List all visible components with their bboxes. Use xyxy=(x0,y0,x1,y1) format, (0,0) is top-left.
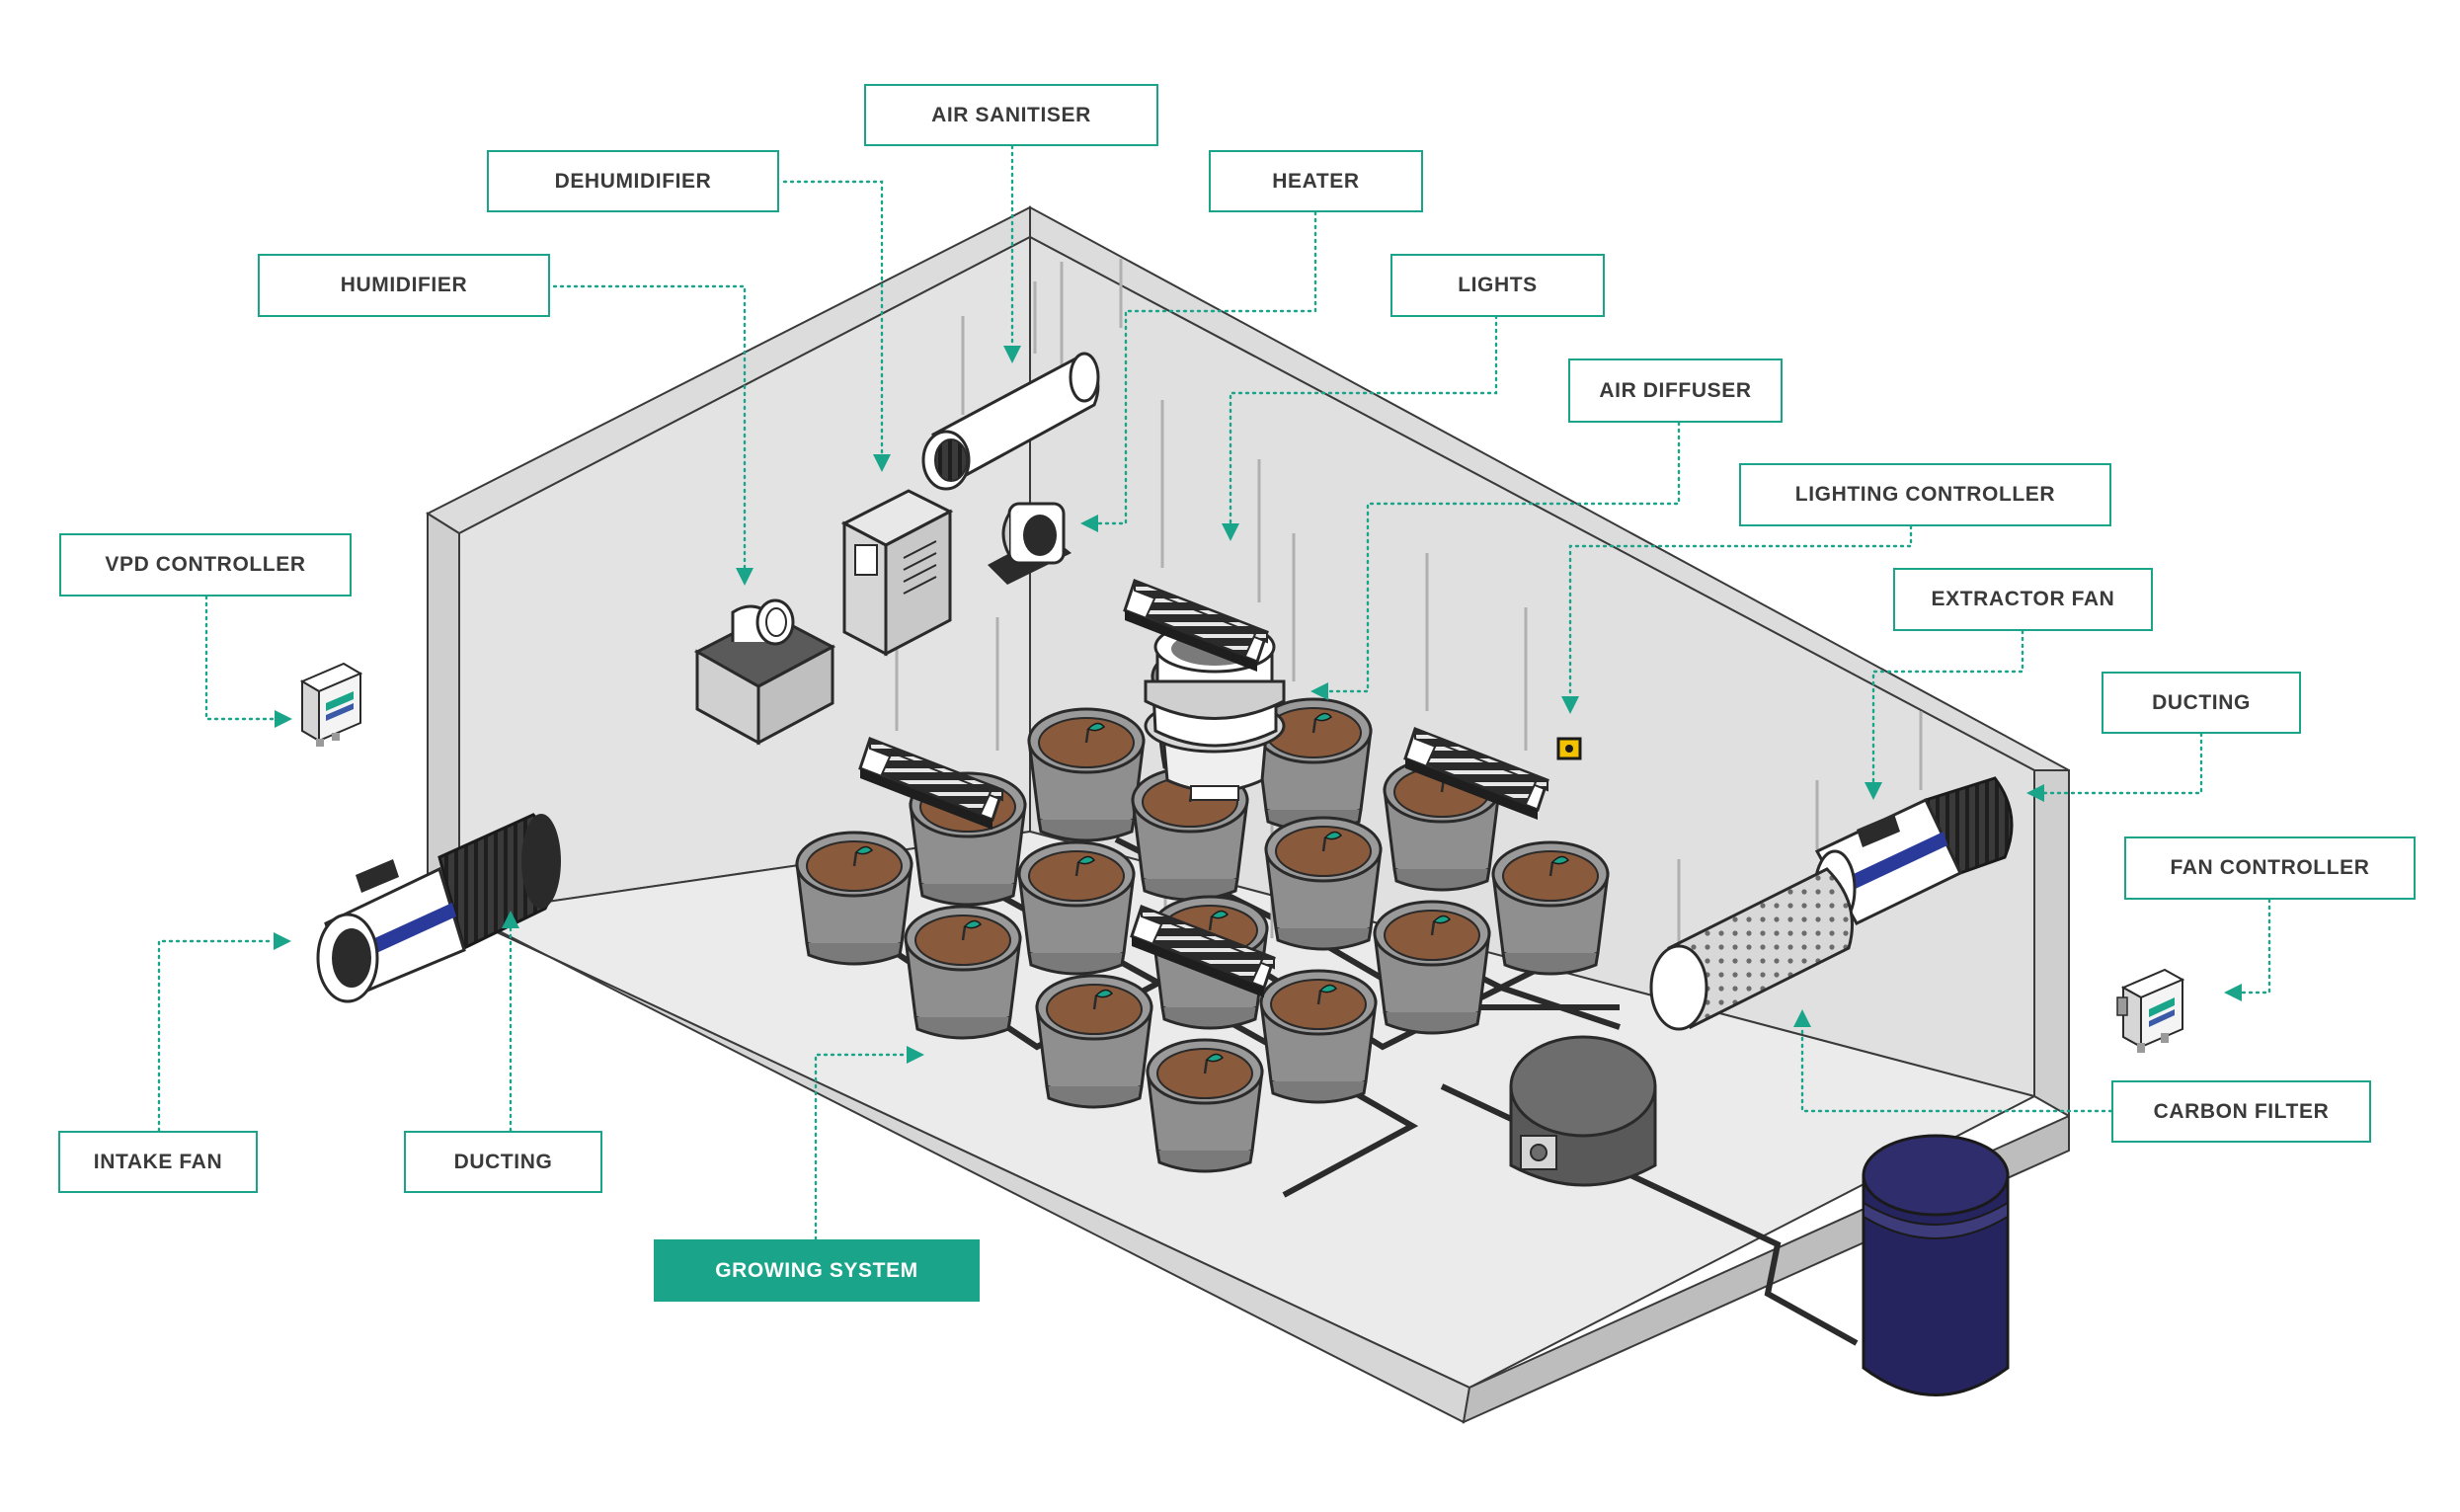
vpd-controller xyxy=(299,662,363,747)
label-vpd-controller: VPD CONTROLLER xyxy=(59,533,352,597)
label-growing-system: GROWING SYSTEM xyxy=(654,1239,980,1302)
label-dehumidifier: DEHUMIDIFIER xyxy=(487,150,779,212)
heater xyxy=(988,502,1071,585)
label-lighting-controller: LIGHTING CONTROLLER xyxy=(1739,463,2111,526)
dehumidifier xyxy=(840,489,954,657)
pump-tank xyxy=(1509,1035,1657,1187)
humidifier xyxy=(693,598,836,746)
label-humidifier: HUMIDIFIER xyxy=(258,254,550,317)
carbon-filter xyxy=(1649,867,1854,1031)
label-heater: HEATER xyxy=(1209,150,1423,212)
label-air-sanitiser: AIR SANITISER xyxy=(864,84,1158,146)
label-lights: LIGHTS xyxy=(1390,254,1605,317)
label-air-diffuser: AIR DIFFUSER xyxy=(1568,358,1783,423)
label-intake-fan: INTAKE FAN xyxy=(58,1131,258,1193)
intake-fan xyxy=(316,813,561,1003)
air-diffuser xyxy=(1144,620,1286,801)
reservoir xyxy=(1862,1134,2010,1396)
fan-controller xyxy=(2116,968,2185,1053)
air-sanitiser xyxy=(921,259,1123,491)
label-fan-controller: FAN CONTROLLER xyxy=(2124,836,2416,900)
label-ducting-left: DUCTING xyxy=(404,1131,602,1193)
lighting-controller xyxy=(1556,737,1582,760)
label-ducting-right: DUCTING xyxy=(2102,672,2301,734)
label-carbon-filter: CARBON FILTER xyxy=(2111,1080,2371,1143)
leader-lines xyxy=(157,144,2271,1241)
label-extractor-fan: EXTRACTOR FAN xyxy=(1893,568,2153,631)
